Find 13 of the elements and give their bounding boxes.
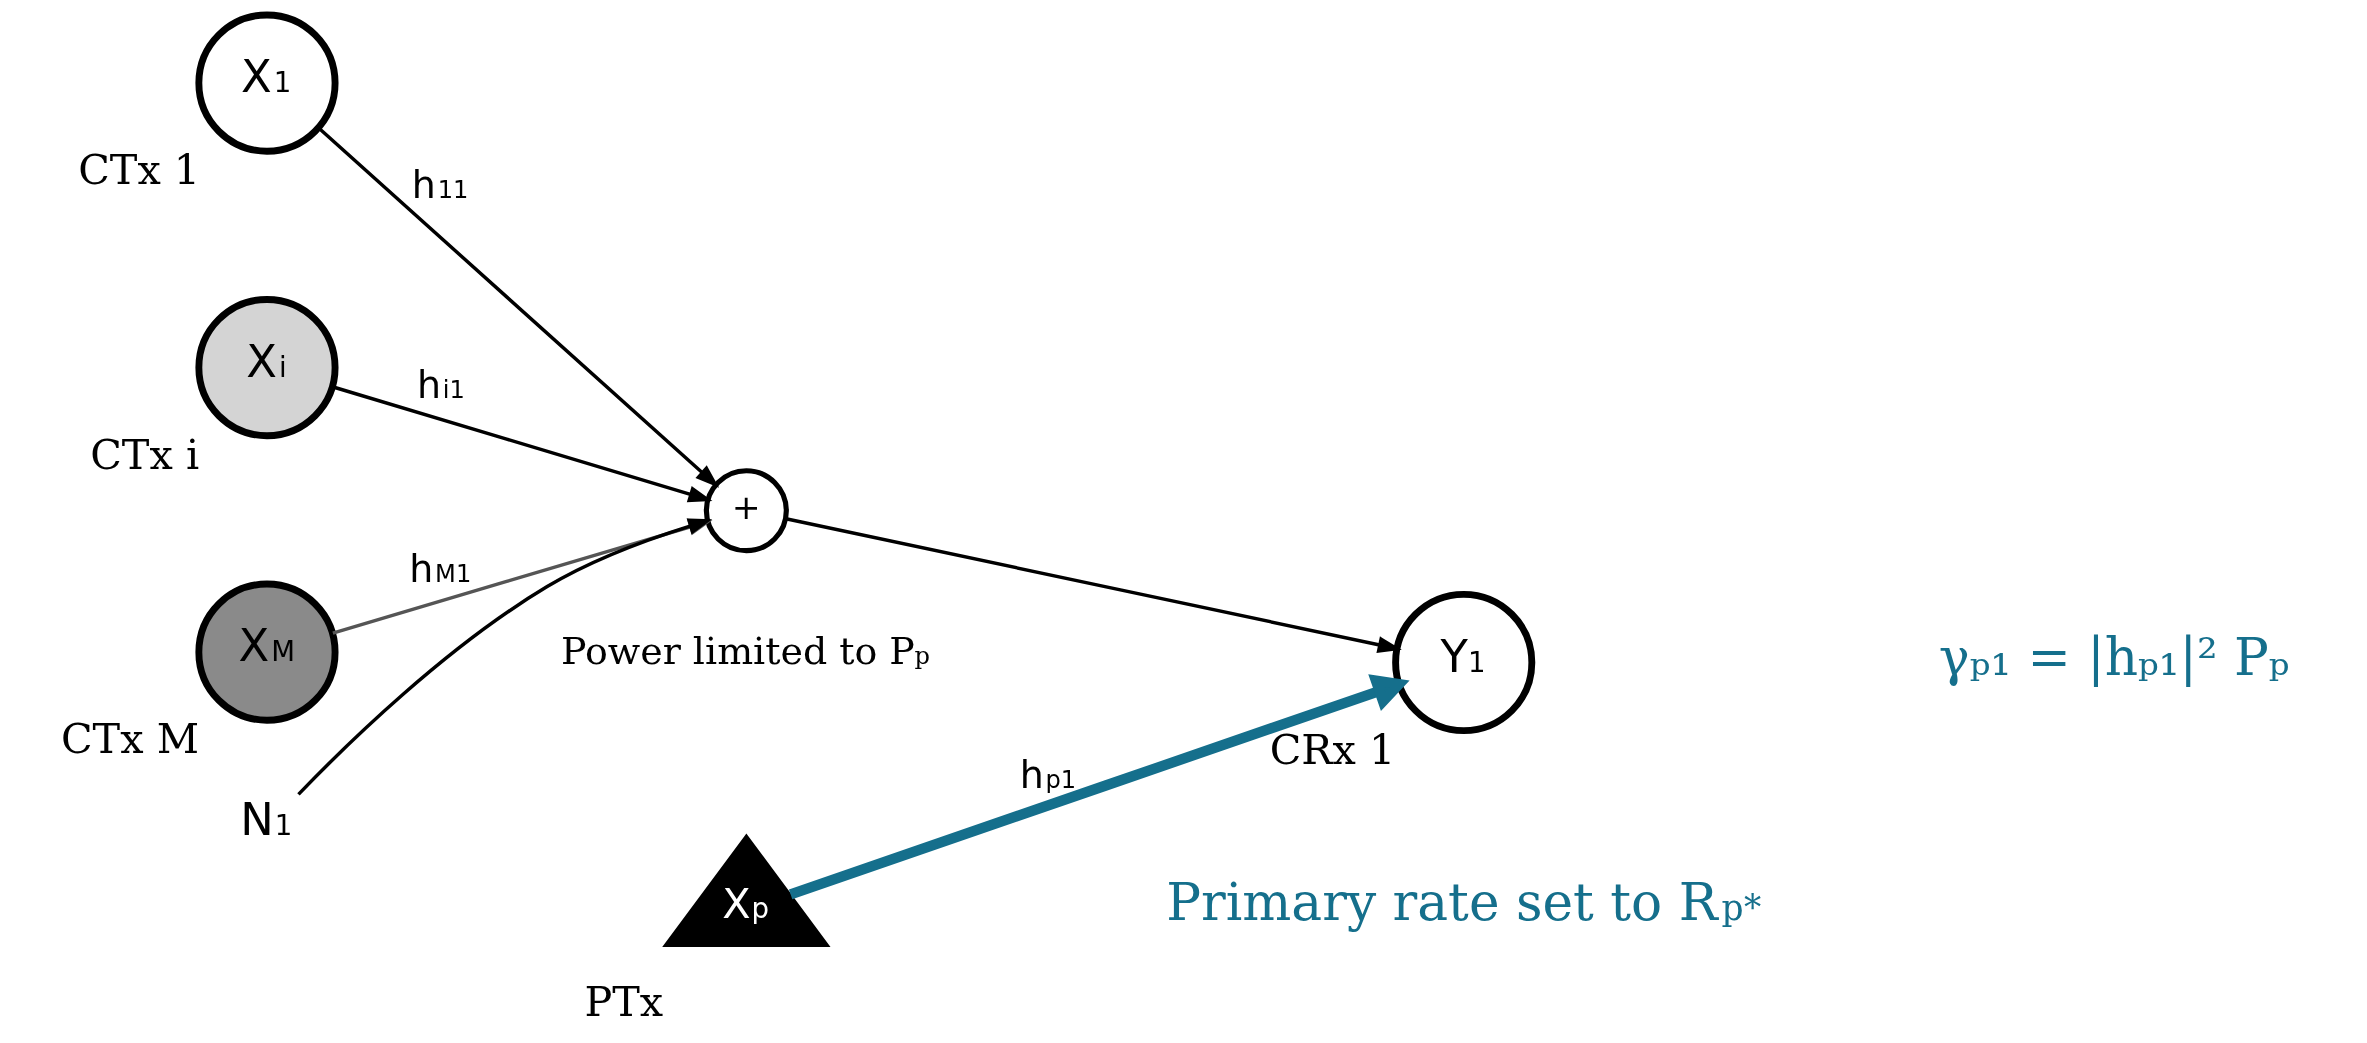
- edge-label: hp1: [1019, 752, 1077, 797]
- arrow: [788, 674, 1410, 900]
- node-circle: Xi: [195, 296, 339, 440]
- arrow: [317, 126, 720, 488]
- label: γₚ₁ = |hₚ₁|² Pₚ: [1938, 627, 2290, 688]
- label: Power limited to Pp: [560, 628, 930, 673]
- node-circle: Y1: [1392, 590, 1536, 735]
- node-circle: X1: [195, 11, 339, 155]
- node-circle: XM: [195, 580, 339, 724]
- node-circle: +: [703, 468, 789, 554]
- arrow: [785, 517, 1402, 653]
- node-label: PTx: [584, 978, 664, 1027]
- label: Primary rate set to Rp*: [1166, 872, 1762, 933]
